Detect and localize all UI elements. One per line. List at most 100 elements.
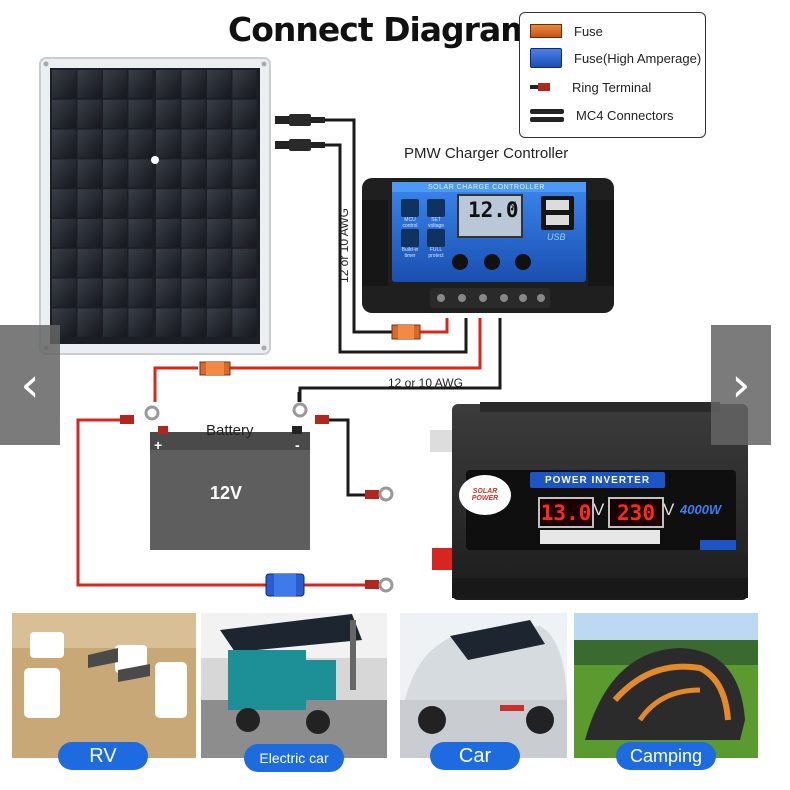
solar-cell <box>207 248 231 278</box>
solar-cell <box>103 70 127 99</box>
power-inverter <box>430 402 748 600</box>
solar-cell <box>103 189 127 218</box>
solar-cell <box>52 99 76 129</box>
solar-cell <box>103 219 127 248</box>
fuse-controller <box>391 324 421 340</box>
solar-cell <box>156 219 180 248</box>
solar-cell <box>181 189 206 218</box>
solar-cell <box>232 159 257 188</box>
inverter-input-display: 13.0 <box>538 497 594 528</box>
solar-cell <box>156 159 180 188</box>
solar-cell <box>232 99 257 129</box>
solar-cell <box>207 70 231 99</box>
inverter-banner: POWER INVERTER <box>530 472 665 488</box>
legend-label: Ring Terminal <box>572 79 652 95</box>
fuse-icon <box>530 24 562 38</box>
solar-cell <box>207 99 231 129</box>
controller-button-timer: Build-in timer <box>401 247 419 259</box>
inverter-input-unit: V <box>593 500 605 519</box>
battery-minus: - <box>295 437 300 453</box>
electric-car-photo <box>201 613 387 758</box>
solar-cell <box>232 248 257 278</box>
battery <box>150 426 310 550</box>
chevron-left-icon: ‹ <box>20 357 40 413</box>
solar-cell <box>207 159 231 188</box>
solar-cell <box>232 308 257 337</box>
solar-cell <box>232 70 257 99</box>
high-amperage-fuse <box>265 573 305 597</box>
application-label-camping: Camping <box>616 742 716 770</box>
solar-cell <box>77 308 102 337</box>
solar-cell <box>181 99 206 129</box>
solar-cell <box>128 248 153 278</box>
controller-display-value: 12.0 <box>468 198 519 222</box>
solar-cell <box>207 308 231 337</box>
solar-cell <box>52 248 76 278</box>
controller-display-unit: V <box>510 200 517 210</box>
solar-cell <box>128 99 153 129</box>
solar-cell <box>103 129 127 158</box>
solar-cell <box>128 129 153 158</box>
legend-box: Fuse Fuse(High Amperage) Ring Terminal M… <box>519 12 706 138</box>
solar-cell <box>181 70 206 99</box>
legend-item-high-amperage-fuse: Fuse(High Amperage) <box>530 47 701 69</box>
solar-cell <box>156 189 180 218</box>
legend-item-mc4: MC4 Connectors <box>530 104 674 126</box>
awg-label-horizontal: 12 or 10 AWG <box>388 376 463 390</box>
black-wires <box>297 118 502 497</box>
awg-label-vertical: 12 or 10 AWG <box>337 208 351 283</box>
solar-cell <box>128 159 153 188</box>
car-photo <box>400 613 567 758</box>
solar-cells <box>52 70 257 337</box>
legend-item-ring-terminal: Ring Terminal <box>530 76 651 98</box>
solar-cell <box>103 248 127 278</box>
solar-cell <box>128 189 153 218</box>
rv-photo <box>12 613 196 758</box>
battery-label: Battery <box>206 422 254 439</box>
solar-cell <box>52 278 76 307</box>
solar-cell <box>181 159 206 188</box>
solar-cell <box>77 189 102 218</box>
fuse-battery <box>199 361 231 376</box>
red-wires <box>76 318 482 587</box>
solar-cell <box>128 219 153 248</box>
solar-cell <box>156 99 180 129</box>
solar-cell <box>103 99 127 129</box>
ring-terminal-icon <box>530 81 560 93</box>
next-image-button[interactable]: › <box>711 325 771 445</box>
solar-cell <box>52 129 76 158</box>
solar-cell <box>103 308 127 337</box>
solar-cell <box>77 278 102 307</box>
inverter-wattage: 4000W <box>680 502 722 517</box>
ring-terminals <box>120 402 394 593</box>
diagram-title: Connect Diagram <box>228 10 535 49</box>
battery-plus: + <box>154 437 163 453</box>
solar-cell <box>181 278 206 307</box>
solar-panel <box>39 57 271 355</box>
battery-voltage: 12V <box>210 483 243 503</box>
application-label-electric-car: Electric car <box>244 744 344 772</box>
solar-cell <box>232 129 257 158</box>
chevron-right-icon: › <box>731 357 751 413</box>
legend-label: Fuse(High Amperage) <box>574 50 702 66</box>
previous-image-button[interactable]: ‹ <box>0 325 60 445</box>
solar-cell <box>207 189 231 218</box>
solar-cell <box>77 248 102 278</box>
solar-cell <box>156 129 180 158</box>
mc4-connectors <box>275 114 325 151</box>
solar-cell <box>181 308 206 337</box>
high-amperage-fuse-icon <box>530 48 562 68</box>
solar-cell <box>207 219 231 248</box>
controller-button-set: SET voltage <box>427 217 445 229</box>
solar-cell <box>103 278 127 307</box>
solar-cell <box>207 129 231 158</box>
solar-cell <box>77 159 102 188</box>
solar-cell <box>181 129 206 158</box>
inverter-output-unit: V <box>663 500 675 519</box>
solar-cell <box>52 159 76 188</box>
solar-cell <box>207 278 231 307</box>
solar-cell <box>156 70 180 99</box>
solar-cell <box>52 219 76 248</box>
legend-label: MC4 Connectors <box>576 107 674 123</box>
